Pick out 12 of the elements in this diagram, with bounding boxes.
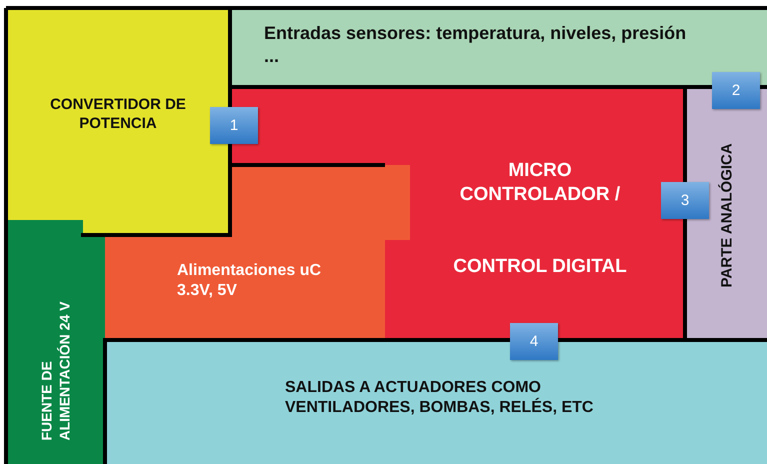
callout-number: 2	[712, 72, 760, 109]
callout-number: 4	[510, 323, 558, 360]
callout-number: 1	[210, 107, 258, 144]
block-label: Alimentaciones uC 3.3V, 5V	[177, 261, 322, 301]
callout-number: 3	[661, 182, 709, 219]
block-label: Entradas sensores: temperatura, niveles, presión ...	[264, 22, 688, 67]
block-label: PARTE ANALÓGICA	[718, 142, 737, 290]
block-label: CONTROL DIGITAL	[452, 255, 628, 279]
block-label: FUENTE DE ALIMENTACIÓN 24 V	[38, 300, 73, 440]
block-label: CONVERTIDOR DE POTENCIA	[49, 96, 187, 134]
block-label: MICRO CONTROLADOR /	[458, 159, 622, 206]
block-label: SALIDAS A ACTUADORES COMO VENTILADORES, BOMBAS, RELÉS, ETC	[285, 378, 594, 418]
